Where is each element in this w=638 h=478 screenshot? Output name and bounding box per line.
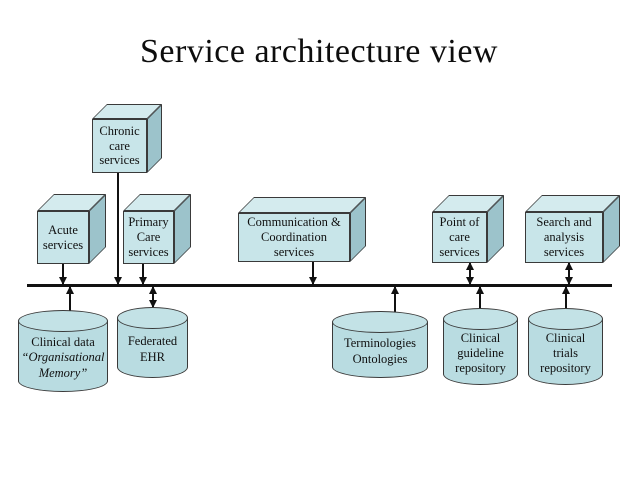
- label-line: analysis: [543, 230, 585, 245]
- label-line: services: [128, 244, 169, 259]
- label-line: Memory”: [38, 365, 88, 380]
- label-line: Terminologies: [343, 336, 417, 351]
- service-bus-line: [27, 284, 612, 287]
- cylinder-top: [332, 311, 428, 333]
- cylinder-body: [443, 319, 518, 385]
- label-line: Chronic: [99, 123, 140, 138]
- cube-front-face: Chronic care services: [92, 119, 147, 173]
- repository-clinical-guideline: Clinical guideline repository: [443, 308, 518, 385]
- repository-clinical-trials: Clinical trials repository: [528, 308, 603, 385]
- cylinder-top: [18, 310, 108, 332]
- label-line: care: [109, 138, 130, 153]
- repository-label: Clinical trials repository: [529, 326, 602, 381]
- label-line: Clinical: [460, 330, 501, 345]
- service-box-label: Search and analysis services: [536, 215, 591, 259]
- connector-bus-to-clinical-guideline: [475, 286, 484, 309]
- repository-label: Clinical data “Organisational Memory”: [19, 328, 107, 388]
- service-box-label: Primary Care services: [128, 215, 168, 259]
- cylinder-top: [443, 308, 518, 330]
- connector-communication-to-bus: [308, 262, 317, 285]
- label-line: Search and: [536, 215, 592, 230]
- repository-label: Terminologies Ontologies: [333, 329, 427, 374]
- repository-label: Federated EHR: [118, 325, 187, 374]
- label-line: repository: [455, 361, 506, 376]
- cube-front-face: Primary Care services: [123, 211, 174, 264]
- service-box-label: Chronic care services: [99, 124, 139, 168]
- service-box-point-of-care: Point of care services: [432, 195, 504, 263]
- label-line: repository: [540, 361, 591, 376]
- label-line: services: [439, 244, 480, 259]
- label-line: guideline: [457, 345, 504, 360]
- label-line: Point of: [439, 215, 480, 230]
- service-box-primary-care: Primary Care services: [123, 194, 191, 264]
- connector-point-of-care-to-bus: [465, 262, 474, 285]
- label-line: “Organisational: [21, 350, 105, 365]
- label-line: Clinical: [545, 330, 586, 345]
- repository-terminologies-ontologies: Terminologies Ontologies: [332, 311, 428, 378]
- service-box-label: Communication & Coordination services: [247, 215, 340, 259]
- page-title: Service architecture view: [140, 33, 498, 70]
- label-line: trials: [553, 345, 578, 360]
- repository-label: Clinical guideline repository: [444, 326, 517, 381]
- cube-front-face: Communication & Coordination services: [238, 213, 350, 262]
- connector-bus-to-clinical-trials: [561, 286, 570, 309]
- label-line: services: [42, 237, 84, 252]
- connector-search-analysis-to-bus: [564, 262, 573, 285]
- repository-clinical-data: Clinical data “Organisational Memory”: [18, 310, 108, 392]
- service-box-search-analysis: Search and analysis services: [525, 195, 620, 263]
- cylinder-body: [528, 319, 603, 385]
- label-line: Communication &: [247, 215, 341, 230]
- label-line: Care: [136, 230, 161, 245]
- service-box-chronic-care: Chronic care services: [92, 104, 162, 173]
- label-line: Primary: [128, 215, 169, 230]
- label-line: Acute: [48, 222, 78, 237]
- connector-bus-to-terminologies: [390, 286, 399, 312]
- connector-acute-to-bus: [58, 264, 67, 285]
- label-line: Federated: [127, 334, 178, 349]
- label-line: services: [273, 244, 315, 259]
- label-line: services: [99, 153, 140, 168]
- label-line: Clinical data: [31, 335, 95, 350]
- label-line: care: [449, 230, 470, 245]
- label-line: Ontologies: [352, 351, 408, 366]
- service-box-label: Point of care services: [439, 215, 479, 259]
- connector-primary-care-to-bus: [138, 264, 147, 285]
- connector-bus-to-clinical-data: [65, 286, 74, 311]
- repository-federated-ehr: Federated EHR: [117, 307, 188, 378]
- connector-bus-to-federated-ehr: [148, 286, 157, 308]
- label-line: EHR: [140, 349, 165, 364]
- service-box-label: Acute services: [43, 223, 83, 253]
- cylinder-top: [528, 308, 603, 330]
- cylinder-top: [117, 307, 188, 329]
- cylinder-body: [18, 321, 108, 392]
- cube-front-face: Search and analysis services: [525, 212, 603, 263]
- cube-front-face: Point of care services: [432, 212, 487, 263]
- service-box-communication-coordination: Communication & Coordination services: [238, 197, 366, 262]
- connector-chronic-care-to-bus: [113, 173, 122, 285]
- cube-front-face: Acute services: [37, 211, 89, 264]
- service-box-acute: Acute services: [37, 194, 106, 264]
- label-line: services: [543, 244, 585, 259]
- label-line: Coordination: [261, 230, 327, 245]
- cube-top-face: [238, 197, 366, 213]
